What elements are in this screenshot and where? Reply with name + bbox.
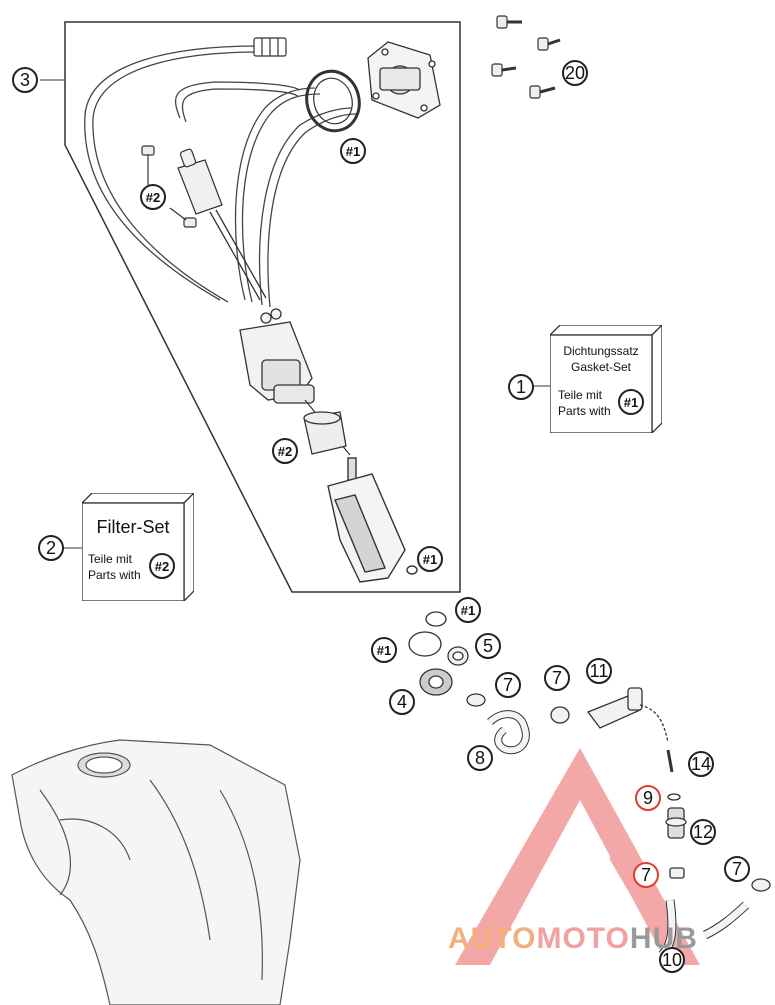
watermark-part-auto: AUTO	[448, 922, 537, 955]
callout-part-20: 20	[562, 60, 588, 86]
watermark-part-hub: HUB	[629, 922, 698, 955]
callout-part-7-a: 7	[495, 672, 521, 698]
screws-20	[491, 15, 561, 99]
pump-assembly-outline	[64, 21, 461, 593]
box-outline	[550, 325, 662, 433]
gasket-ref-callout: #1	[618, 389, 644, 415]
flange-gasket-ring	[305, 69, 361, 133]
pump-flange-plate	[367, 41, 441, 119]
lower-pump-canister	[327, 457, 418, 583]
callout-part-12: 12	[690, 819, 716, 845]
callout-part-11: 11	[586, 658, 612, 684]
callout-part-7-c: 7	[633, 862, 659, 888]
callout-part-3: 3	[12, 67, 38, 93]
callout-ref-2-sleeve: #2	[272, 438, 298, 464]
callout-part-7-b: 7	[544, 665, 570, 691]
fuel-filter	[177, 148, 267, 301]
fuel-pump-body	[239, 308, 351, 456]
watermark-text: AUTOMOTOHUB	[448, 922, 698, 956]
harness-connector	[253, 37, 287, 57]
callout-ref-1-flange: #1	[340, 138, 366, 164]
gasket-line-de: Teile mit	[558, 388, 603, 402]
filter-set-box: Filter-Set Teile mit Parts with #2	[82, 493, 194, 601]
filter-title: Filter-Set	[96, 517, 170, 537]
callout-part-7-d: 7	[724, 856, 750, 882]
callout-part-1: 1	[508, 374, 534, 400]
callout-ref-1-seal-upper: #1	[455, 597, 481, 623]
callout-part-2: 2	[38, 535, 64, 561]
filter-ref-callout: #2	[149, 553, 175, 579]
callout-part-10: 10	[659, 947, 685, 973]
callout-part-9: 9	[635, 785, 661, 811]
box-outline	[82, 493, 194, 601]
gasket-title-en: Gasket-Set	[570, 360, 632, 374]
filter-clips	[141, 145, 197, 228]
gasket-line-en: Parts with	[558, 404, 611, 418]
callout-part-14: 14	[688, 751, 714, 777]
wiring-harness	[84, 45, 357, 308]
pump-sleeve	[303, 411, 347, 455]
callout-part-8: 8	[467, 745, 493, 771]
fuel-tank	[11, 739, 301, 1005]
watermark-triangle	[455, 748, 700, 965]
filter-line-de: Teile mit	[88, 552, 133, 566]
gasket-title-de: Dichtungssatz	[563, 344, 639, 358]
fuel-line-parts	[408, 611, 771, 959]
callout-ref-1-seal-lower: #1	[371, 637, 397, 663]
filter-line-en: Parts with	[88, 568, 141, 582]
callout-part-5: 5	[475, 633, 501, 659]
watermark-part-moto: MOTO	[536, 922, 630, 955]
callout-part-4: 4	[389, 689, 415, 715]
gasket-set-box: Dichtungssatz Gasket-Set Teile mit Parts…	[550, 325, 662, 433]
callout-ref-2-filter: #2	[140, 184, 166, 210]
callout-ref-1-oring: #1	[417, 546, 443, 572]
